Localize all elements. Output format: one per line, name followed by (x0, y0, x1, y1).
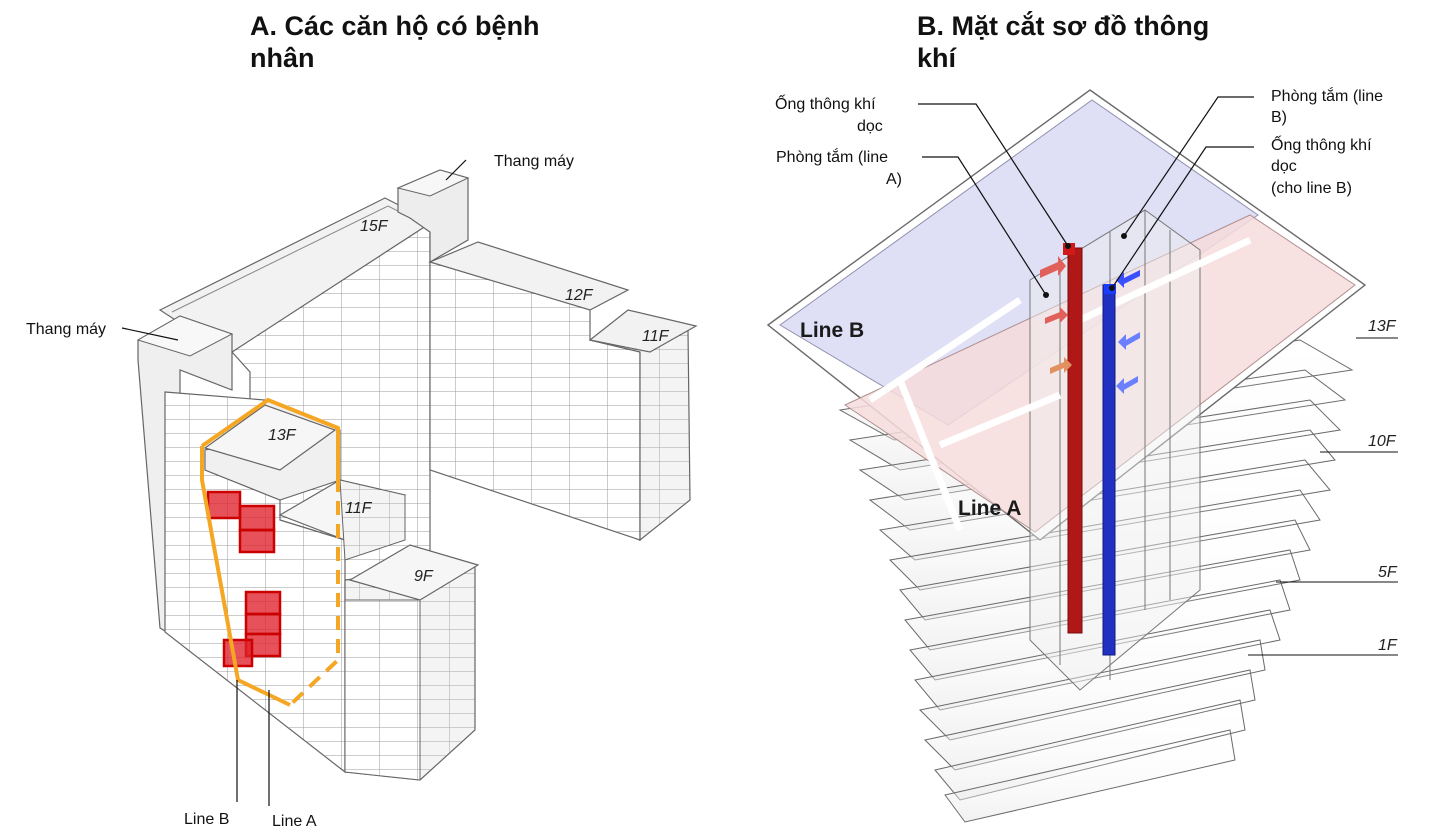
block-9f-roof (348, 544, 480, 601)
floor-label-5f-b: 5F (1378, 564, 1398, 581)
line-b-label-a: Line B (184, 811, 229, 828)
line-b-zone-label: Line B (800, 319, 864, 342)
bath-a-label-line2: A) (886, 171, 902, 188)
floor-label-1f-b: 1F (1378, 637, 1398, 654)
wing-12f-roof (428, 241, 630, 311)
panel-a-title-line2: nhân (250, 43, 315, 73)
floor-label-12f: 12F (565, 287, 594, 304)
airflow-arrows (1040, 256, 1140, 394)
block-13f-roof (203, 404, 337, 471)
panel-a-title-line1: A. Các căn hộ có bệnh (250, 11, 540, 41)
patient-apartments (206, 490, 282, 668)
patient-unit (244, 612, 282, 636)
panel-b-title: B. Mặt cắt sơ đồ thông khí (917, 10, 1277, 74)
patient-unit (238, 528, 276, 554)
line-a-zone (843, 214, 1356, 533)
wing-12f-face (429, 261, 641, 541)
duct-a-label-line2: dọc (857, 118, 883, 135)
wing-11f-roof (588, 309, 698, 353)
floor-label-10f-b: 10F (1368, 433, 1397, 450)
building-illustration: 15F 12F 11F 13F 11F 9F Thang máy Thang m… (26, 153, 698, 828)
floor-label-11f-back: 11F (642, 328, 670, 345)
panel-b-title-line2: khí (917, 43, 957, 73)
duct-a-label-line1: Ống thông khí (775, 93, 876, 113)
duct-line-b (1102, 284, 1116, 656)
duct-line-a (1067, 247, 1083, 634)
floor-label-13f-b: 13F (1368, 318, 1397, 335)
patient-unit (206, 490, 242, 520)
duct-b-label-line2: dọc (1271, 158, 1297, 175)
patient-unit (244, 590, 282, 616)
panel-b-title-line1: B. Mặt cắt sơ đồ thông (917, 11, 1210, 41)
ventilation-section: Line B Line A Ống thông khí dọc Phòng tắ… (766, 86, 1398, 823)
bath-a-label-line1: Phòng tắm (line (776, 147, 888, 166)
line-a-label-a: Line A (272, 813, 317, 828)
patient-unit (222, 638, 254, 668)
patient-unit (238, 504, 276, 532)
floor-label-15f: 15F (360, 218, 389, 235)
floor-label-9f: 9F (414, 568, 434, 585)
duct-b-label-line3: (cho line B) (1271, 180, 1352, 197)
duct-b-label-line1: Ống thông khí (1271, 134, 1372, 154)
elevator-label-left: Thang máy (26, 321, 106, 338)
panel-a-title: A. Các căn hộ có bệnh nhân (250, 10, 610, 74)
highlight-outline (200, 397, 340, 478)
bath-b-label-line2: B) (1271, 109, 1287, 126)
floor-label-11f-front: 11F (345, 500, 373, 517)
bath-b-label-line1: Phòng tắm (line (1271, 86, 1383, 105)
line-a-zone-label: Line A (958, 497, 1021, 520)
floor-label-13f: 13F (268, 427, 297, 444)
elevator-label-top: Thang máy (494, 153, 574, 170)
